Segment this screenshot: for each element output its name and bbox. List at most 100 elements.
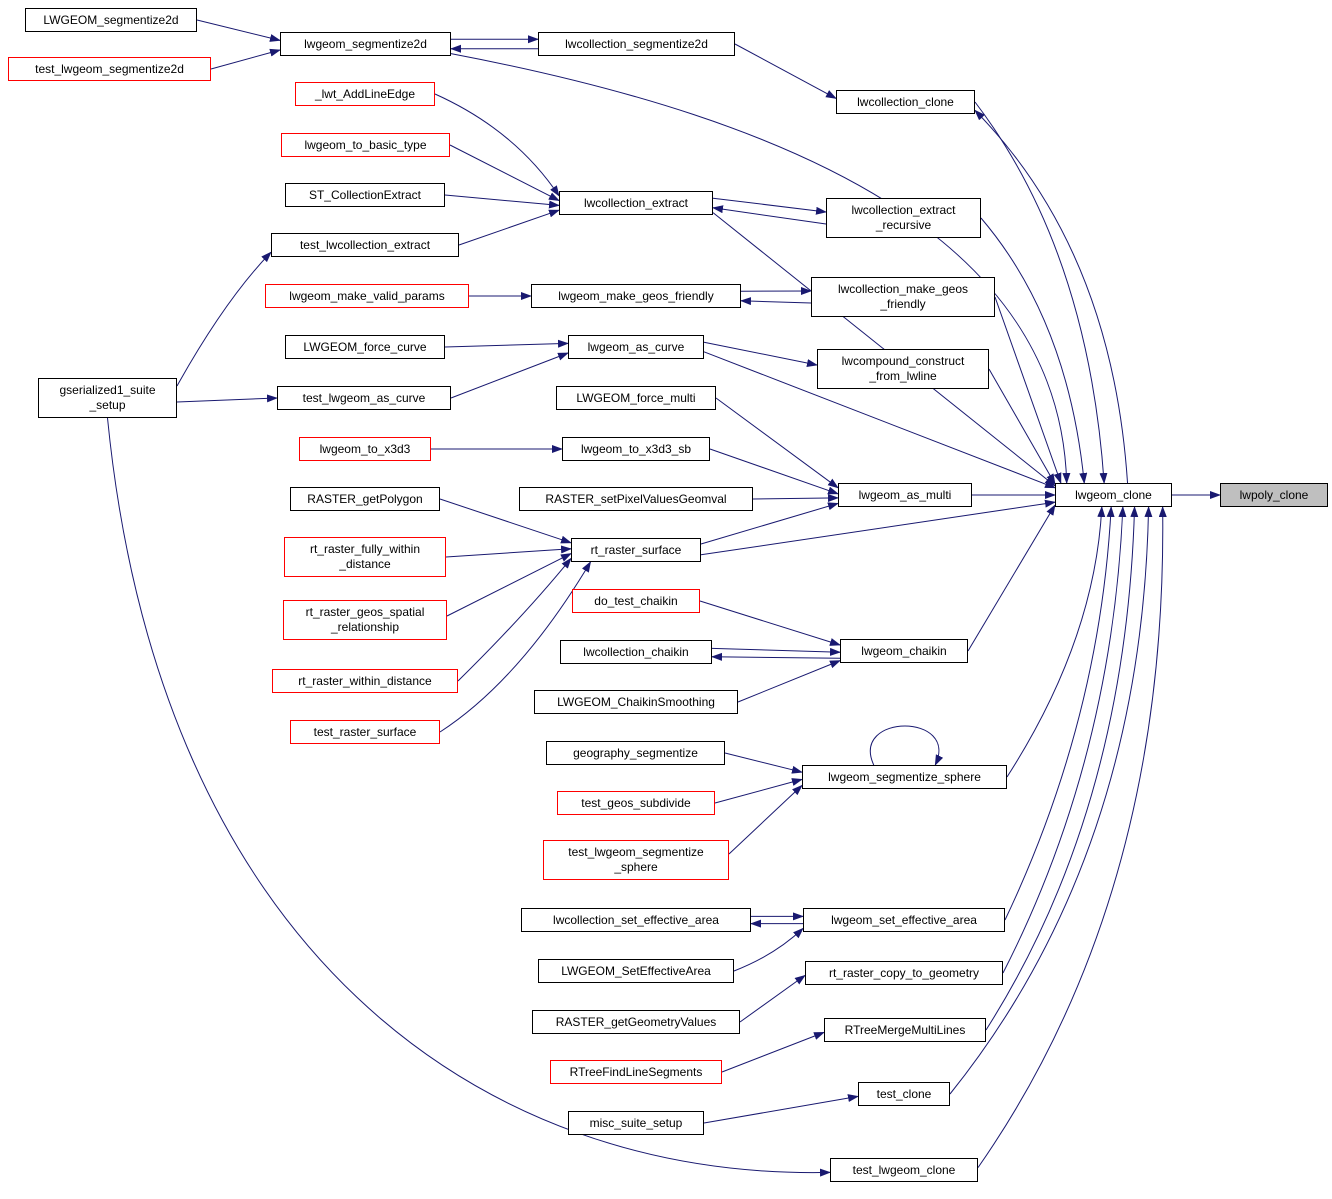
- call-edge-RASTER_setPixelValuesGeomval-to-lwgeom_as_multi: [752, 494, 839, 503]
- node-lwcollection_set_effective_area[interactable]: lwcollection_set_effective_area: [521, 908, 751, 932]
- call-edge-rt_raster_fully_within_distance-to-rt_raster_surface: [445, 545, 572, 558]
- call-edge-lwcompound_construct_from_lwline-to-lwgeom_clone: [988, 368, 1056, 485]
- node-lwcompound_construct_from_lwline[interactable]: lwcompound_construct _from_lwline: [817, 349, 989, 389]
- node-gserialized1_suite_setup[interactable]: gserialized1_suite _setup: [38, 378, 177, 418]
- node-lwgeom_chaikin[interactable]: lwgeom_chaikin: [840, 639, 968, 663]
- node-LWGEOM_force_curve[interactable]: LWGEOM_force_curve: [285, 335, 445, 359]
- call-edge-lwcollection_segmentize2d-to-lwcollection_clone: [734, 43, 837, 99]
- node-rt_raster_fully_within_distance[interactable]: rt_raster_fully_within _distance: [284, 537, 446, 577]
- node-do_test_chaikin[interactable]: do_test_chaikin: [572, 589, 700, 613]
- node-rt_raster_within_distance[interactable]: rt_raster_within_distance: [272, 669, 458, 693]
- call-edge-test_lwgeom_segmentize_sphere-to-lwgeom_segmentize_sphere: [728, 784, 803, 855]
- node-lwcollection_chaikin[interactable]: lwcollection_chaikin: [560, 640, 712, 664]
- call-edge-lwcollection_extract_recursive-to-lwcollection_extract: [712, 205, 827, 225]
- node-LWGEOM_segmentize2d[interactable]: LWGEOM_segmentize2d: [25, 8, 197, 32]
- call-edge-test_lwgeom_as_curve-to-lwgeom_as_curve: [450, 352, 569, 399]
- node-RASTER_setPixelValuesGeomval[interactable]: RASTER_setPixelValuesGeomval: [519, 487, 753, 511]
- call-edge-LWGEOM_force_multi-to-lwgeom_as_multi: [715, 397, 839, 489]
- call-edge-lwgeom_to_basic_type-to-lwcollection_extract: [449, 144, 560, 202]
- node-lwcollection_extract_recursive[interactable]: lwcollection_extract _recursive: [826, 198, 981, 238]
- call-edge-test_lwcollection_extract-to-lwcollection_extract: [458, 209, 560, 246]
- node-test_geos_subdivide[interactable]: test_geos_subdivide: [557, 791, 715, 815]
- call-edge-lwgeom_segmentize_sphere-to-lwgeom_clone: [1006, 506, 1106, 778]
- node-lwcollection_make_geos_friendly[interactable]: lwcollection_make_geos _friendly: [811, 277, 995, 317]
- node-lwgeom_make_geos_friendly[interactable]: lwgeom_make_geos_friendly: [531, 284, 741, 308]
- call-edge-gserialized1_suite_setup-to-test_lwgeom_as_curve: [176, 394, 278, 403]
- node-RASTER_getGeometryValues[interactable]: RASTER_getGeometryValues: [532, 1010, 740, 1034]
- call-edge-geography_segmentize-to-lwgeom_segmentize_sphere: [724, 752, 803, 774]
- node-lwcollection_extract[interactable]: lwcollection_extract: [559, 191, 713, 215]
- node-lwgeom_set_effective_area[interactable]: lwgeom_set_effective_area: [803, 908, 1005, 932]
- call-edge-RTreeMergeMultiLines-to-lwgeom_clone: [985, 506, 1139, 1031]
- node-geography_segmentize[interactable]: geography_segmentize: [546, 741, 725, 765]
- call-edge-lwcollection_extract-to-lwcollection_extract_recursive: [712, 197, 827, 215]
- node-ST_CollectionExtract[interactable]: ST_CollectionExtract: [285, 183, 445, 207]
- node-lwgeom_make_valid_params[interactable]: lwgeom_make_valid_params: [265, 284, 469, 308]
- node-test_lwgeom_clone[interactable]: test_lwgeom_clone: [830, 1158, 978, 1182]
- node-LWGEOM_SetEffectiveArea[interactable]: LWGEOM_SetEffectiveArea: [538, 959, 734, 983]
- node-test_lwcollection_extract[interactable]: test_lwcollection_extract: [271, 233, 459, 257]
- call-edge-rt_raster_geos_spatial_relationship-to-rt_raster_surface: [446, 553, 572, 617]
- call-edge-lwgeom_as_curve-to-lwgeom_clone: [703, 351, 1056, 489]
- call-edge-rt_raster_within_distance-to-rt_raster_surface: [457, 557, 572, 682]
- node-lwgeom_segmentize_sphere[interactable]: lwgeom_segmentize_sphere: [802, 765, 1007, 789]
- call-edge-misc_suite_setup-to-test_clone: [703, 1094, 859, 1124]
- call-edge-lwgeom_as_curve-to-lwcompound_construct_from_lwline: [703, 341, 818, 367]
- node-_lwt_AddLineEdge[interactable]: _lwt_AddLineEdge: [295, 82, 435, 106]
- node-RTreeMergeMultiLines[interactable]: RTreeMergeMultiLines: [824, 1018, 986, 1042]
- node-lwgeom_clone[interactable]: lwgeom_clone: [1055, 483, 1172, 507]
- node-test_raster_surface[interactable]: test_raster_surface: [290, 720, 440, 744]
- call-edge-lwcollection_extract_recursive-to-lwgeom_clone: [980, 217, 1088, 484]
- call-edge-LWGEOM_SetEffectiveArea-to-lwgeom_set_effective_area: [733, 927, 804, 972]
- call-edge-lwgeom_clone-to-lwcollection_clone: [974, 109, 1129, 484]
- call-edge-lwgeom_segmentize_sphere-to-lwgeom_segmentize_sphere: [870, 725, 944, 766]
- node-misc_suite_setup[interactable]: misc_suite_setup: [568, 1111, 704, 1135]
- call-edge-RTreeFindLineSegments-to-RTreeMergeMultiLines: [721, 1031, 825, 1073]
- call-edge-test_lwgeom_segmentize2d-to-lwgeom_segmentize2d: [210, 48, 281, 70]
- node-test_lwgeom_as_curve[interactable]: test_lwgeom_as_curve: [277, 386, 451, 410]
- node-lwcollection_segmentize2d[interactable]: lwcollection_segmentize2d: [538, 32, 735, 56]
- call-edge-do_test_chaikin-to-lwgeom_chaikin: [699, 600, 841, 646]
- node-rt_raster_surface[interactable]: rt_raster_surface: [571, 538, 701, 562]
- call-edge-test_clone-to-lwgeom_clone: [949, 506, 1153, 1095]
- call-edge-rt_raster_surface-to-lwgeom_as_multi: [700, 502, 839, 545]
- call-edge-gserialized1_suite_setup-to-test_lwcollection_extract: [176, 251, 272, 387]
- node-test_lwgeom_segmentize_sphere[interactable]: test_lwgeom_segmentize _sphere: [543, 840, 729, 880]
- node-lwgeom_to_basic_type[interactable]: lwgeom_to_basic_type: [281, 133, 450, 157]
- node-rt_raster_copy_to_geometry[interactable]: rt_raster_copy_to_geometry: [805, 961, 1003, 985]
- call-edge-LWGEOM_segmentize2d-to-lwgeom_segmentize2d: [196, 19, 281, 42]
- node-RTreeFindLineSegments[interactable]: RTreeFindLineSegments: [550, 1060, 722, 1084]
- node-lwpoly_clone: lwpoly_clone: [1220, 483, 1328, 507]
- call-edge-lwgeom_segmentize2d-to-lwgeom_clone: [450, 53, 1071, 484]
- node-lwgeom_to_x3d3_sb[interactable]: lwgeom_to_x3d3_sb: [562, 437, 710, 461]
- node-lwgeom_to_x3d3[interactable]: lwgeom_to_x3d3: [299, 437, 431, 461]
- call-edge-test_lwgeom_clone-to-lwgeom_clone: [977, 506, 1167, 1168]
- call-edge-lwcollection_chaikin-to-lwgeom_chaikin: [711, 647, 841, 656]
- call-edge-lwcollection_clone-to-lwgeom_clone: [974, 101, 1108, 484]
- call-edge-rt_raster_surface-to-lwgeom_clone: [700, 499, 1056, 556]
- call-edge-lwcollection_make_geos_friendly-to-lwgeom_make_geos_friendly: [740, 297, 812, 306]
- call-edge-lwgeom_chaikin-to-lwcollection_chaikin: [711, 652, 841, 661]
- call-edge-lwgeom_set_effective_area-to-lwgeom_clone: [1004, 506, 1115, 921]
- call-edge-rt_raster_copy_to_geometry-to-lwgeom_clone: [1002, 506, 1127, 974]
- node-test_clone[interactable]: test_clone: [858, 1082, 950, 1106]
- call-edge-RASTER_getGeometryValues-to-rt_raster_copy_to_geometry: [739, 974, 806, 1023]
- call-edge-_lwt_AddLineEdge-to-lwcollection_extract: [434, 93, 560, 197]
- call-edge-RASTER_getPolygon-to-rt_raster_surface: [439, 498, 572, 544]
- call-edge-lwgeom_to_x3d3_sb-to-lwgeom_as_multi: [709, 448, 839, 495]
- node-lwgeom_segmentize2d[interactable]: lwgeom_segmentize2d: [280, 32, 451, 56]
- node-LWGEOM_ChaikinSmoothing[interactable]: LWGEOM_ChaikinSmoothing: [534, 690, 738, 714]
- call-edge-lwgeom_chaikin-to-lwgeom_clone: [967, 504, 1056, 652]
- node-test_lwgeom_segmentize2d[interactable]: test_lwgeom_segmentize2d: [8, 57, 211, 81]
- call-edge-LWGEOM_ChaikinSmoothing-to-lwgeom_chaikin: [737, 660, 841, 703]
- node-lwgeom_as_curve[interactable]: lwgeom_as_curve: [568, 335, 704, 359]
- call-edge-LWGEOM_force_curve-to-lwgeom_as_curve: [444, 339, 569, 348]
- node-rt_raster_geos_spatial_relationship[interactable]: rt_raster_geos_spatial _relationship: [283, 600, 447, 640]
- call-edge-gserialized1_suite_setup-to-test_lwgeom_clone: [107, 417, 831, 1177]
- call-edge-test_geos_subdivide-to-lwgeom_segmentize_sphere: [714, 778, 803, 804]
- node-lwcollection_clone[interactable]: lwcollection_clone: [836, 90, 975, 114]
- node-LWGEOM_force_multi[interactable]: LWGEOM_force_multi: [556, 386, 716, 410]
- node-RASTER_getPolygon[interactable]: RASTER_getPolygon: [290, 487, 440, 511]
- node-lwgeom_as_multi[interactable]: lwgeom_as_multi: [838, 483, 972, 507]
